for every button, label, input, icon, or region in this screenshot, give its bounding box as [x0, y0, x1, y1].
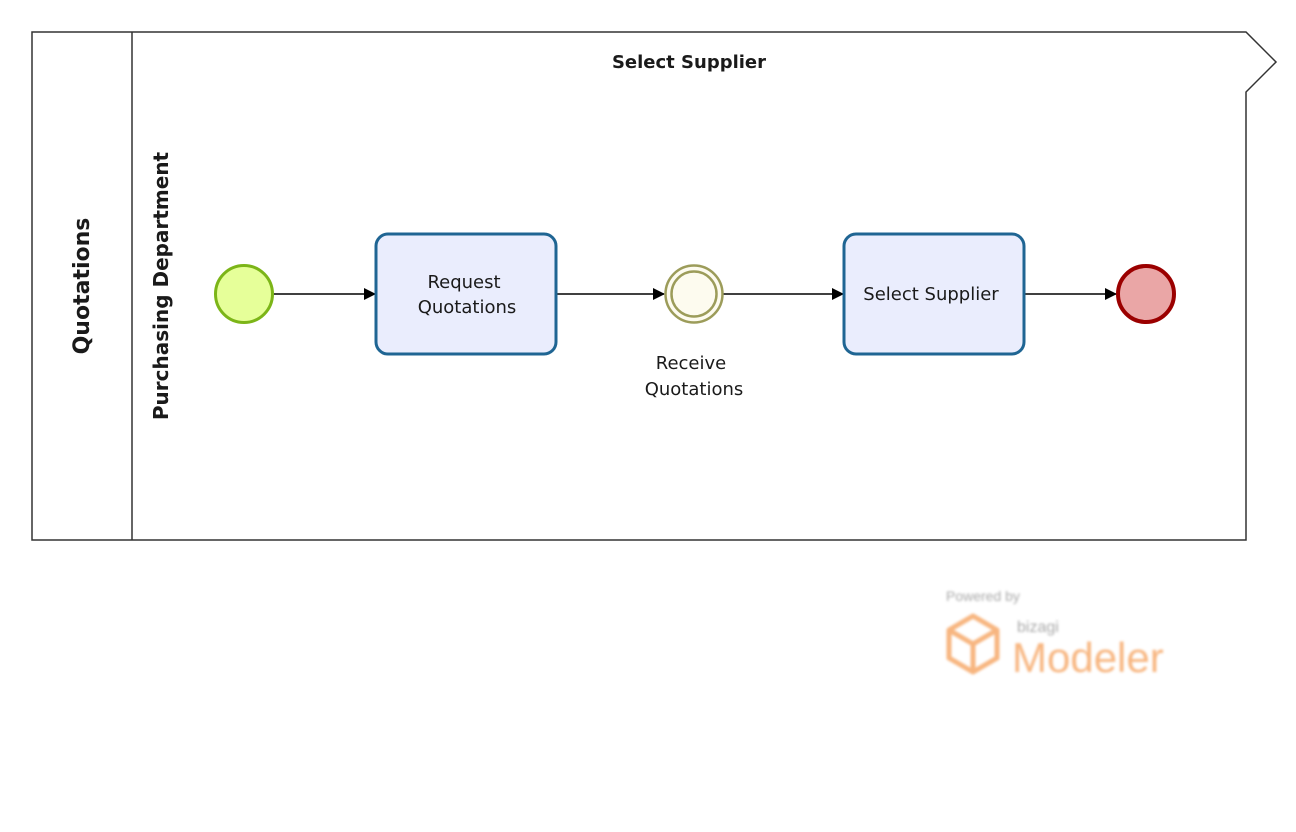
- intermediate-event-label-2: Quotations: [645, 379, 744, 400]
- intermediate-event-label-1: Receive: [656, 353, 726, 374]
- process-title: Select Supplier: [612, 52, 766, 73]
- task-request-quotations[interactable]: Request Quotations: [374, 232, 558, 356]
- task-request-label-1: Request: [427, 272, 500, 293]
- pool-border: [31, 31, 1278, 541]
- task-select-label: Select Supplier: [863, 284, 999, 305]
- task-request-label-2: Quotations: [418, 297, 517, 318]
- watermark-brand: bizagi: [1017, 619, 1059, 636]
- powered-by-watermark: Powered by bizagi Modeler: [946, 588, 1164, 681]
- lane-name[interactable]: Purchasing Department: [149, 151, 173, 420]
- intermediate-event-receive-quotations[interactable]: [664, 264, 724, 324]
- watermark-product: Modeler: [1012, 634, 1164, 681]
- task-select-supplier[interactable]: Select Supplier: [842, 232, 1026, 356]
- start-event[interactable]: [214, 264, 274, 324]
- watermark-powered-by: Powered by: [946, 588, 1020, 604]
- end-event[interactable]: [1116, 264, 1176, 324]
- bizagi-logo-icon: [946, 613, 1000, 675]
- pool-name[interactable]: Quotations: [70, 218, 95, 355]
